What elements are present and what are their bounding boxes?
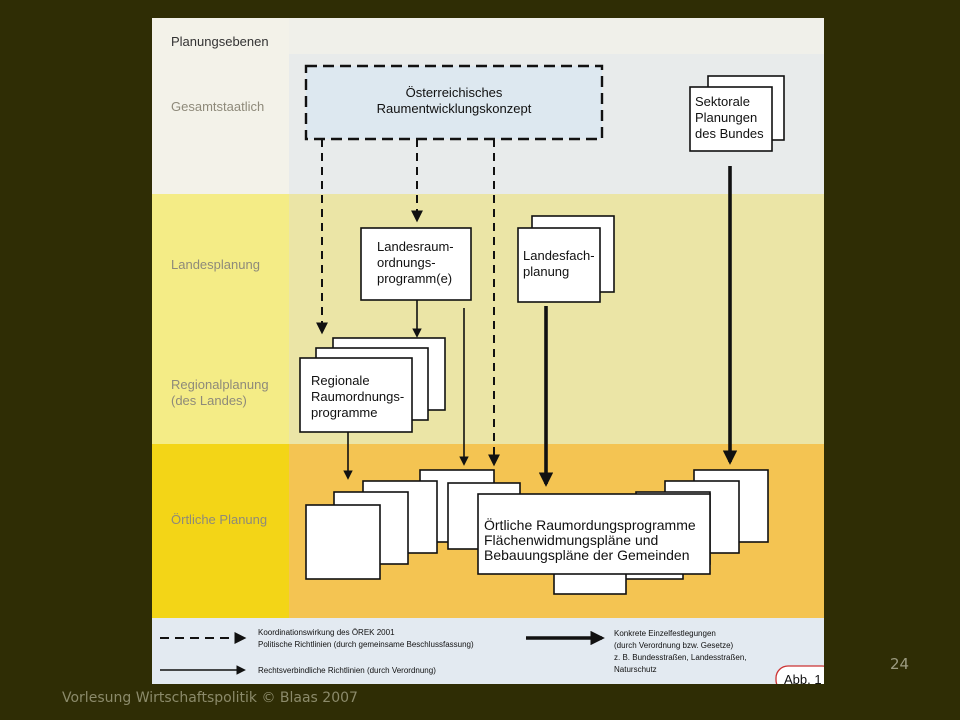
sektorale-label-2: Planungen — [695, 110, 757, 125]
legend-thick-text-1: Konkrete Einzelfestlegungen — [614, 629, 716, 638]
legend-thick-text-3: z. B. Bundesstraßen, Landesstraßen, — [614, 653, 747, 662]
oerek-label-1: Österreichisches — [406, 85, 503, 100]
oertlich-label-band — [152, 444, 289, 618]
landesfach-card-front — [517, 227, 601, 303]
legend-dashed-text-2: Politische Richtlinien (durch gemeinsame… — [258, 640, 474, 649]
gesamt-label-band — [152, 54, 289, 194]
oertliche-label-2: Flächenwidmungspläne und — [484, 532, 658, 548]
land-label-band — [152, 194, 289, 444]
oertliche-label-3: Bebauungspläne der Gemeinden — [484, 547, 690, 563]
planning-levels-figure: Planungsebenen Gesamtstaatlich Landespla… — [152, 18, 824, 684]
level-oertlich: Örtliche Planung — [171, 512, 267, 527]
legend-thick-text-2: (durch Verordnung bzw. Gesetze) — [614, 641, 734, 650]
page-number: 24 — [890, 655, 910, 673]
regionale-label-1: Regionale — [311, 373, 370, 388]
regionale-label-2: Raumordnungs- — [311, 389, 404, 404]
level-regional-1: Regionalplanung — [171, 377, 269, 392]
level-gesamtstaatlich: Gesamtstaatlich — [171, 99, 264, 114]
sektorale-label-3: des Bundes — [695, 126, 764, 141]
legend-thin-text: Rechtsverbindliche Richtlinien (durch Ve… — [258, 666, 436, 675]
oerek-box — [304, 64, 604, 141]
legend-thick-text-4: Naturschutz — [614, 665, 657, 674]
figure-label-text: Abb. 1 — [784, 672, 822, 684]
level-regional-2: (des Landes) — [171, 393, 247, 408]
regionale-label-3: programme — [311, 405, 377, 420]
landesraum-label-3: programm(e) — [377, 271, 452, 286]
sektorale-card-front — [689, 86, 773, 152]
landesfach-label-2: planung — [523, 264, 569, 279]
regionale-card-front — [299, 357, 413, 433]
oertlich-left-card-1 — [305, 504, 381, 580]
level-landesplanung: Landesplanung — [171, 257, 260, 272]
header-band-right — [289, 18, 824, 54]
planning-diagram: Planungsebenen Gesamtstaatlich Landespla… — [152, 18, 824, 684]
oerek-label-2: Raumentwicklungskonzept — [377, 101, 532, 116]
legend-dashed-text-1: Koordinationswirkung des ÖREK 2001 — [258, 628, 395, 637]
landesraum-label-2: ordnungs- — [377, 255, 436, 270]
landesraum-box — [360, 227, 472, 301]
sektorale-label-1: Sektorale — [695, 94, 750, 109]
levels-header: Planungsebenen — [171, 34, 269, 49]
slide-footer: Vorlesung Wirtschaftspolitik © Blaas 200… — [62, 690, 358, 706]
figure-label-badge — [775, 665, 824, 684]
oertliche-main-box — [477, 493, 711, 575]
landesfach-label-1: Landesfach- — [523, 248, 595, 263]
oertliche-label-1: Örtliche Raumordungsprogramme — [484, 516, 696, 533]
landesraum-label-1: Landesraum- — [377, 239, 454, 254]
legend-band — [152, 618, 824, 684]
